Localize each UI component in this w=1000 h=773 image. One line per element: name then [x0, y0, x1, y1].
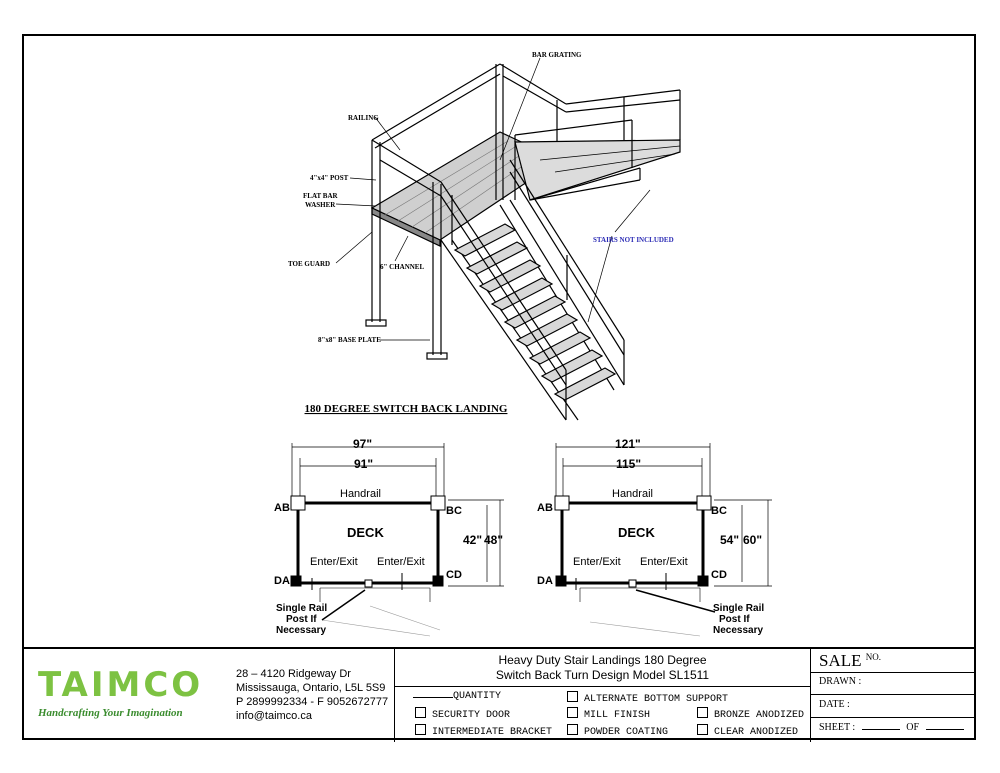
sale-no-text: NO. — [865, 652, 881, 662]
drawn-field[interactable]: DRAWN : — [819, 676, 862, 687]
divider — [395, 686, 810, 687]
handrail-label: Handrail — [612, 488, 653, 500]
isometric-landing — [365, 63, 681, 421]
checkbox[interactable] — [697, 707, 708, 718]
title-line-2: Switch Back Turn Design Model SL1511 — [495, 668, 710, 682]
of-label: OF — [906, 722, 920, 733]
dim-depth-outer: 48" — [484, 533, 504, 547]
enter-exit-label: Enter/Exit — [377, 556, 425, 568]
landing-title: 180 DEGREE SWITCH BACK LANDING — [305, 403, 508, 415]
address-line: Mississauga, Ontario, L5L 5S9 — [236, 682, 386, 694]
note-line: Single Rail — [276, 603, 328, 614]
note-line: Post If — [286, 614, 317, 625]
handrail-label: Handrail — [340, 488, 381, 500]
sale-panel: SALE NO. DRAWN : DATE : SHEET : OF — [811, 649, 976, 742]
label-toe-guard: TOE GUARD — [288, 260, 331, 268]
corner-ab: AB — [537, 502, 553, 514]
label-railing: RAILING — [348, 114, 379, 122]
corner-ab: AB — [274, 502, 290, 514]
divider — [811, 672, 976, 673]
date-field[interactable]: DATE : — [819, 699, 850, 710]
title-block: TAIMCO Handcrafting Your Imagination 28 … — [22, 647, 976, 742]
checkbox[interactable] — [567, 724, 578, 735]
drawing-title: Heavy Duty Stair Landings 180 Degree Swi… — [395, 653, 810, 683]
quantity-label: QUANTITY — [453, 691, 502, 702]
option-bronze-anodized[interactable]: BRONZE ANODIZED — [697, 707, 804, 721]
dim-depth-inner: 54" — [720, 533, 740, 547]
note-line: Single Rail — [713, 603, 765, 614]
divider — [811, 717, 976, 718]
enter-exit-label: Enter/Exit — [310, 556, 358, 568]
dim-depth-outer: 60" — [743, 533, 763, 547]
sheet-field[interactable]: SHEET : OF — [819, 722, 964, 733]
corner-bc: BC — [711, 505, 727, 517]
note-line: Necessary — [276, 625, 327, 636]
label-flat-bar-2: WASHER — [305, 201, 336, 209]
option-label: POWDER COATING — [584, 727, 669, 738]
checkbox[interactable] — [567, 707, 578, 718]
deck-label: DECK — [347, 525, 384, 540]
company-address: 28 – 4120 Ridgeway Dr Mississauga, Ontar… — [236, 667, 388, 723]
label-post: 4"x4" POST — [310, 174, 349, 182]
note-line: Post If — [719, 614, 750, 625]
description-panel: Heavy Duty Stair Landings 180 Degree Swi… — [394, 649, 811, 742]
option-label: SECURITY DOOR — [432, 710, 511, 721]
plan-view-left — [290, 443, 504, 637]
enter-exit-label: Enter/Exit — [573, 556, 621, 568]
address-line: 28 – 4120 Ridgeway Dr — [236, 668, 351, 680]
enter-exit-label: Enter/Exit — [640, 556, 688, 568]
option-intermediate-bracket[interactable]: INTERMEDIATE BRACKET — [415, 724, 552, 738]
company-logo: TAIMCO Handcrafting Your Imagination — [38, 667, 203, 719]
dim-inner-width: 91" — [354, 457, 374, 471]
corner-bc: BC — [446, 505, 462, 517]
sale-label: SALE NO. — [819, 651, 881, 671]
divider — [811, 694, 976, 695]
label-bar-grating: BAR GRATING — [532, 51, 582, 59]
stair-landing-drawing: 180 DEGREE SWITCH BACK LANDING — [290, 57, 772, 637]
option-powder-coating[interactable]: POWDER COATING — [567, 724, 668, 738]
option-label: BRONZE ANODIZED — [714, 710, 805, 721]
option-security-door[interactable]: SECURITY DOOR — [415, 707, 510, 721]
drawing-frame — [22, 34, 976, 740]
address-line: P 2899992334 - F 9052672777 — [236, 696, 389, 708]
label-stairs-not-included: STAIRS NOT INCLUDED — [593, 236, 674, 244]
option-mill-finish[interactable]: MILL FINISH — [567, 707, 650, 721]
logo-wordmark: TAIMCO — [38, 665, 204, 705]
option-alternate-bottom-support[interactable]: ALTERNATE BOTTOM SUPPORT — [567, 691, 728, 705]
title-line-1: Heavy Duty Stair Landings 180 Degree — [498, 653, 707, 667]
dim-outer-width: 121" — [615, 437, 641, 451]
logo-tagline: Handcrafting Your Imagination — [38, 707, 183, 719]
corner-cd: CD — [446, 569, 462, 581]
address-line: info@taimco.ca — [236, 710, 312, 722]
sale-text: SALE — [819, 651, 862, 670]
checkbox[interactable] — [697, 724, 708, 735]
option-label: INTERMEDIATE BRACKET — [432, 727, 553, 738]
plan-view-right — [554, 443, 772, 637]
checkbox[interactable] — [415, 724, 426, 735]
sheet-label: SHEET : — [819, 722, 856, 733]
note-line: Necessary — [713, 625, 764, 636]
option-clear-anodized[interactable]: CLEAR ANODIZED — [697, 724, 798, 738]
label-base-plate: 8"x8" BASE PLATE — [318, 336, 381, 344]
checkbox[interactable] — [567, 691, 578, 702]
corner-da: DA — [537, 575, 553, 587]
label-flat-bar-1: FLAT BAR — [303, 192, 338, 200]
checkbox[interactable] — [415, 707, 426, 718]
label-channel: 6" CHANNEL — [380, 263, 425, 271]
dim-outer-width: 97" — [353, 437, 373, 451]
option-label: ALTERNATE BOTTOM SUPPORT — [584, 694, 729, 705]
corner-cd: CD — [711, 569, 727, 581]
dim-inner-width: 115" — [616, 457, 642, 471]
quantity-field[interactable]: QUANTITY — [413, 691, 501, 702]
dim-depth-inner: 42" — [463, 533, 483, 547]
option-label: MILL FINISH — [584, 710, 651, 721]
corner-da: DA — [274, 575, 290, 587]
leader-lines — [335, 57, 651, 341]
deck-label: DECK — [618, 525, 655, 540]
option-label: CLEAR ANODIZED — [714, 727, 799, 738]
